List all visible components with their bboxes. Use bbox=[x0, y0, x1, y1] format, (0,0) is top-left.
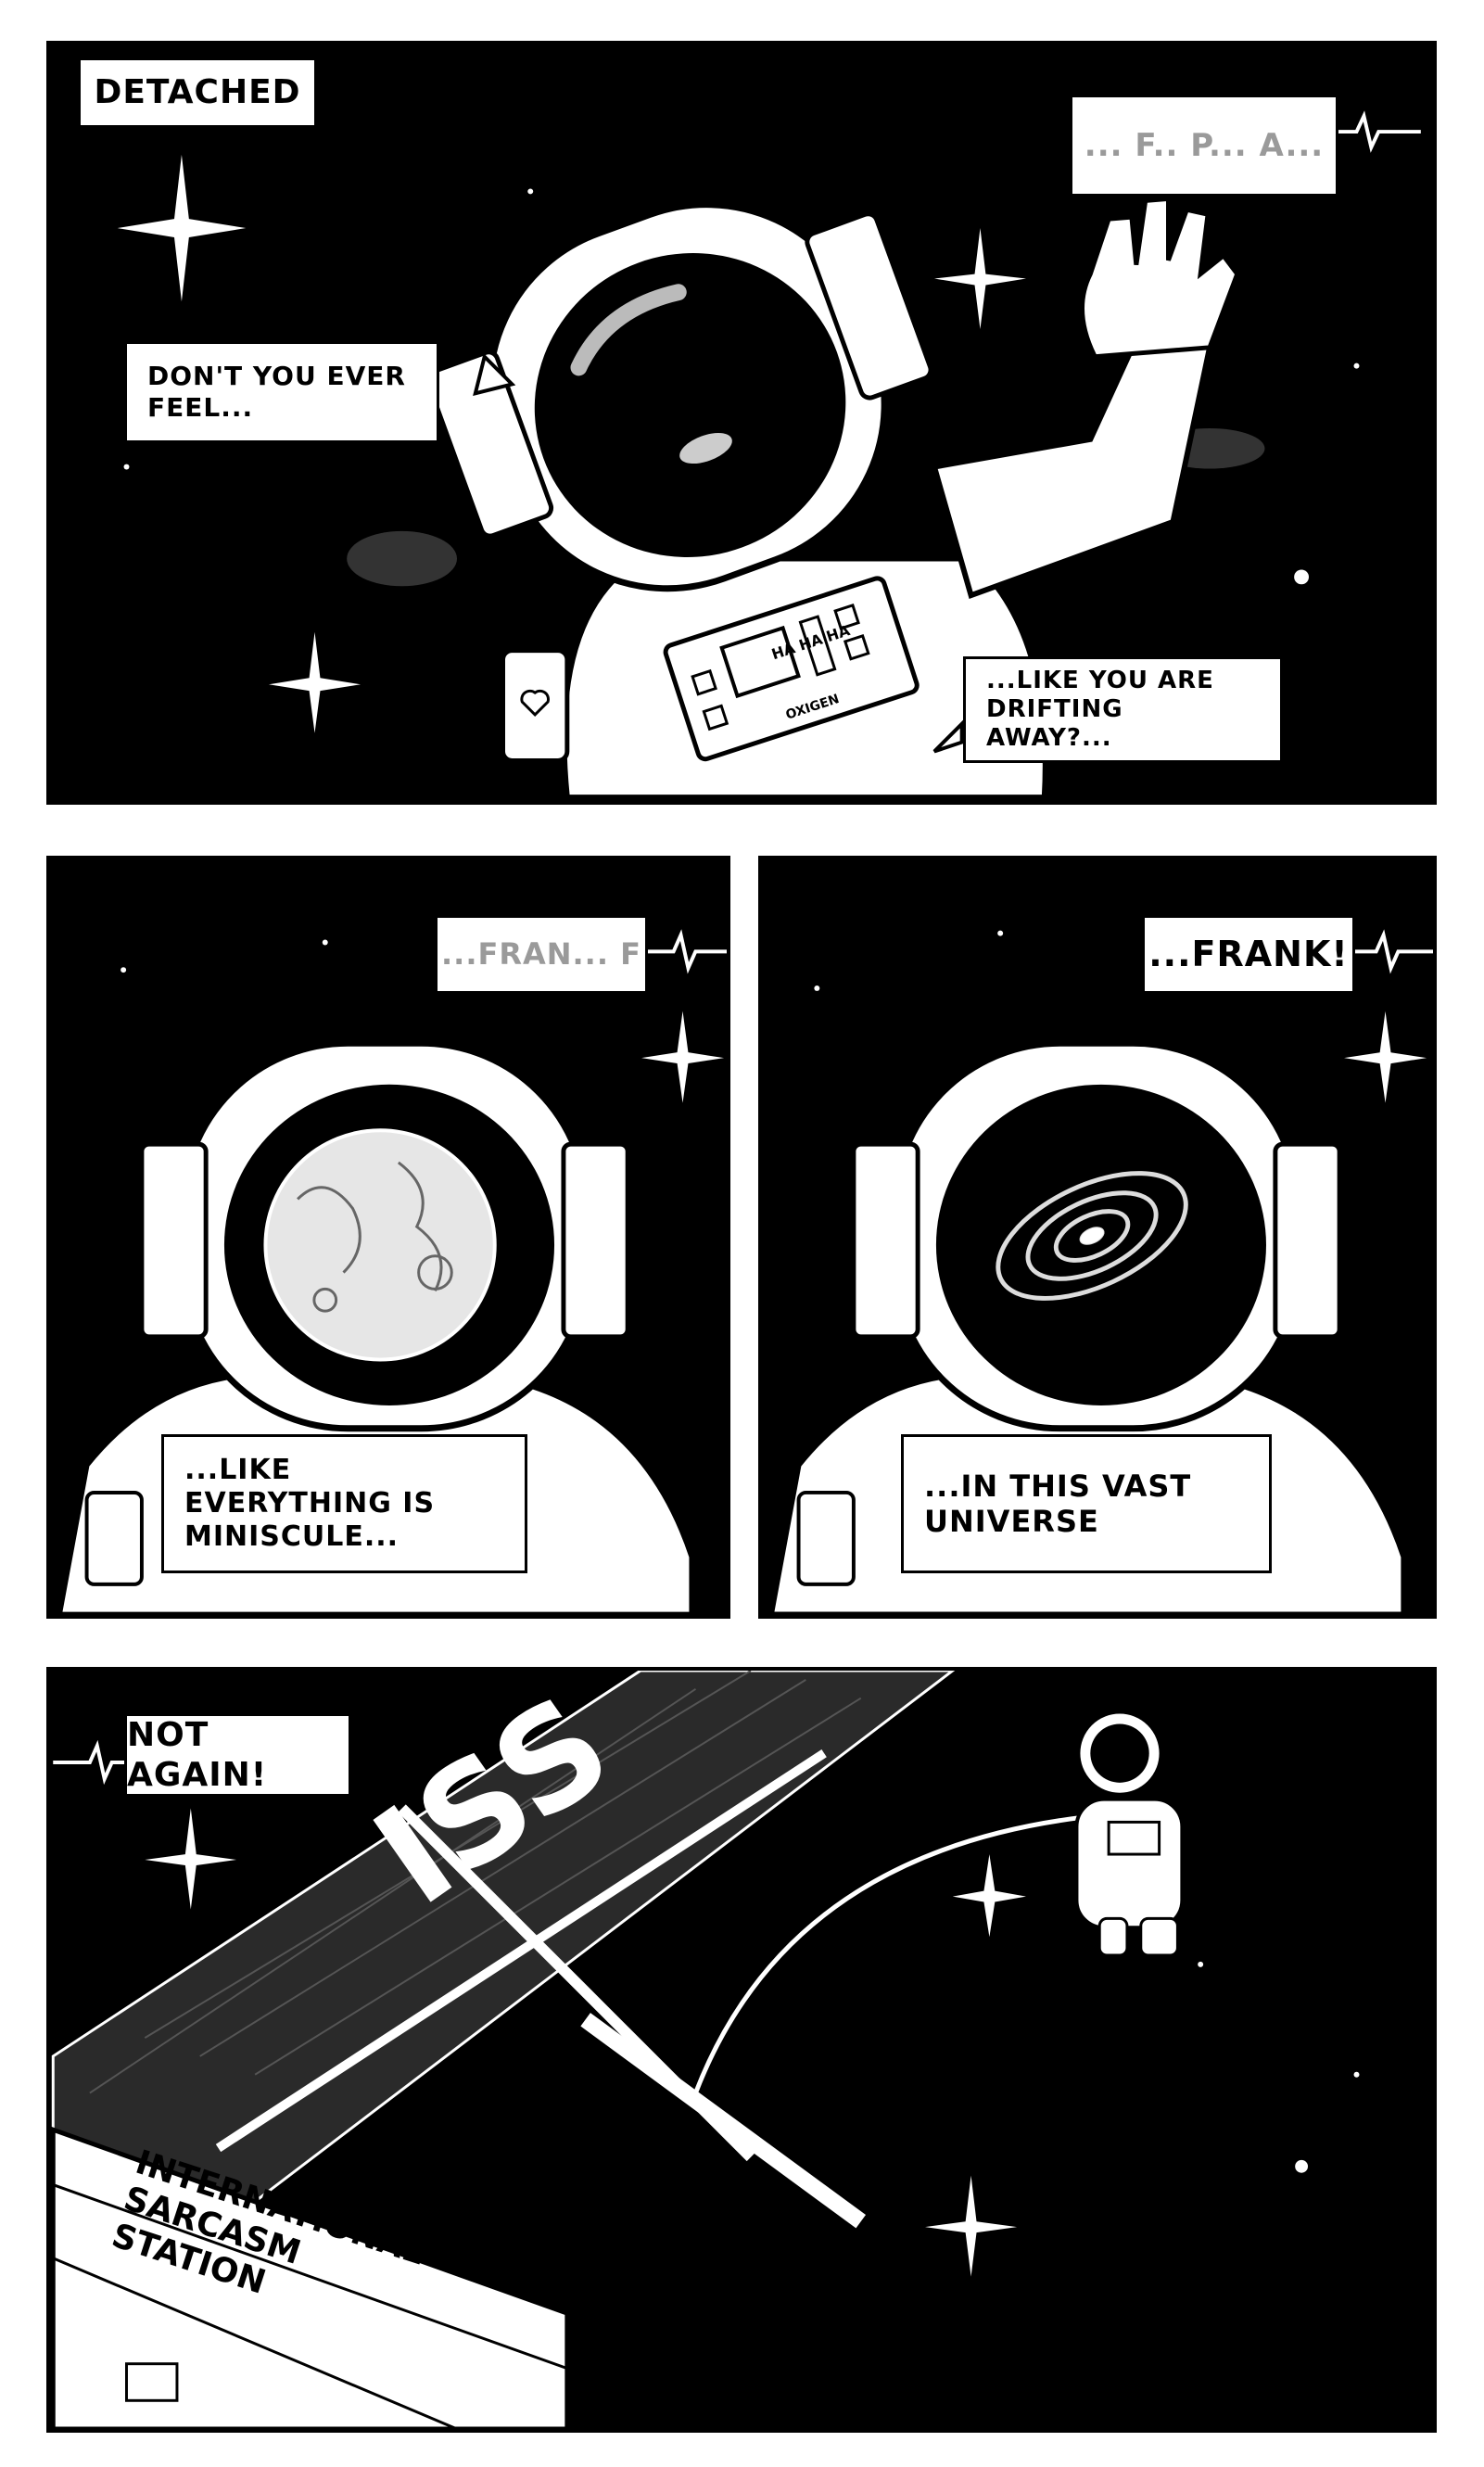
galaxy-reflection bbox=[996, 1171, 1188, 1301]
panel-3: ...FRANK! ...IN THIS VAST UNIVERSE bbox=[758, 856, 1437, 1619]
radio-caption-4: NOT AGAIN! bbox=[124, 1713, 351, 1797]
panel-4-artwork: ISS bbox=[50, 1671, 1360, 2429]
artist-signature-mark bbox=[125, 2362, 179, 2402]
speech-bubble-4-line-2: UNIVERSE bbox=[924, 1504, 1099, 1539]
speech-bubble-2-line-1: ...LIKE YOU ARE DRIFTING bbox=[986, 666, 1214, 723]
radio-caption-3: ...FRANK! bbox=[1142, 915, 1355, 994]
speech-bubble-3-line-1: ...LIKE EVERYTHING IS bbox=[184, 1454, 436, 1520]
panel-1: HA HA HA OXIGEN DETACHED ... F.. P... A.… bbox=[46, 41, 1437, 805]
tether-line bbox=[693, 1814, 1082, 2094]
moon-reflection bbox=[263, 1128, 497, 1362]
speech-bubble-4: ...IN THIS VAST UNIVERSE bbox=[901, 1434, 1272, 1573]
title-caption: DETACHED bbox=[78, 57, 317, 128]
speech-bubble-2: ...LIKE YOU ARE DRIFTING AWAY?... bbox=[963, 656, 1283, 763]
speech-bubble-3: ...LIKE EVERYTHING IS MINISCULE... bbox=[161, 1434, 527, 1573]
panel-2: ...FRAN... F ...LIKE EVERYTHING IS MINIS… bbox=[46, 856, 730, 1619]
station-module bbox=[50, 2126, 570, 2429]
speech-bubble-3-line-2: MINISCULE... bbox=[184, 1520, 400, 1553]
panel-4: ISS NOT AGAIN! INTERNATIONAL SARCASM STA… bbox=[46, 1667, 1437, 2433]
radio-caption-1: ... F.. P... A... bbox=[1070, 95, 1338, 197]
panel-1-artwork: HA HA HA OXIGEN bbox=[117, 110, 1421, 801]
speech-bubble-2-line-2: AWAY?... bbox=[986, 724, 1112, 753]
speech-bubble-1: DON'T YOU EVER FEEL... bbox=[124, 341, 439, 443]
heart-patch-icon bbox=[501, 648, 570, 763]
floating-astronaut bbox=[1074, 1710, 1185, 1957]
radio-caption-2: ...FRAN... F bbox=[435, 915, 648, 994]
speech-bubble-4-line-1: ...IN THIS VAST bbox=[924, 1468, 1192, 1504]
oxygen-control-panel bbox=[663, 576, 920, 762]
